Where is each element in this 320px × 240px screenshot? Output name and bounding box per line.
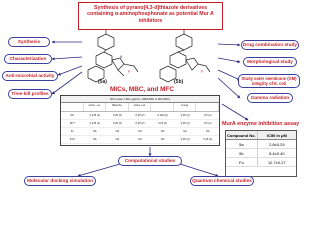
mic-cell: 0.25 (2) <box>158 122 168 125</box>
arrow-docking <box>77 163 121 177</box>
mic-cell: NA <box>115 138 120 141</box>
arrow-antimicrobial <box>57 65 83 76</box>
pill-morphological: Morphological study <box>243 57 297 67</box>
mic-row: 5a* 0.125 (2) 0.25 (2) 0.25 (2) 0.125 (2… <box>61 112 219 120</box>
pill-gamma: Gamma radiation <box>247 93 293 103</box>
mic-cell: 0.5 (2) <box>204 122 212 125</box>
mic-cell: NA <box>160 138 165 141</box>
graphic-title: Synthesis of pyrano[4,3-d]thiazole deriv… <box>78 2 223 30</box>
mic-cell: 0.5 (2) <box>204 114 212 117</box>
mur-row: Fo 12.7±0.27 <box>226 158 296 167</box>
mur-cell: 5a <box>226 140 258 148</box>
mur-table-head: Compound No. IC50 in μM <box>226 131 296 140</box>
mic-col: Fungi <box>174 103 197 111</box>
mic-row: FCZ NA NA NA NA 0.25 (2) 0.25 (2) <box>61 136 219 144</box>
mic-col <box>196 103 220 111</box>
pill-antimicrobial: Anti-microbial activity <box>2 71 58 81</box>
arrow-om <box>217 69 241 81</box>
mic-col <box>151 103 174 111</box>
mic-table: MIC (mean ± SD) (μg/mL) / (MBC/MIC or MF… <box>60 95 220 146</box>
structure-5b <box>159 28 211 83</box>
arrow-quantum <box>179 163 219 177</box>
svg-text:P: P <box>201 70 203 74</box>
mic-cell: 0.25 (2) <box>180 114 190 117</box>
mic-cell: 5c <box>70 130 74 133</box>
structure-5a <box>87 28 139 83</box>
mur-cell: Fo <box>226 158 258 166</box>
mic-cell: NA <box>93 138 97 141</box>
mur-row: 5b 6.4±0.40 <box>226 149 296 158</box>
mur-row: 5a 2.8±0.29 <box>226 140 296 149</box>
mic-cell: 0.125 (2) <box>89 122 101 125</box>
pill-quantum: Quantum chemical studies <box>190 176 254 186</box>
arrow-drug-combo <box>217 43 241 47</box>
arrow-morph <box>217 57 241 64</box>
pill-drug-combination: Drug combination study <box>241 40 299 50</box>
mur-head-cell: Compound No. <box>227 131 258 139</box>
svg-text:P: P <box>128 70 130 74</box>
pill-characterization: Characterization <box>4 54 52 64</box>
arrow-mur <box>221 103 249 121</box>
pill-timekill: Time-kill profiles <box>8 89 52 99</box>
structure-5b-atoms: N(CH₃)₂ P <box>180 24 203 74</box>
mic-col <box>61 103 84 111</box>
mic-cell: 0.125 (2) <box>89 114 101 117</box>
mic-cell: NA <box>160 130 165 133</box>
mur-title: MurA enzyme inhibition assay <box>222 121 300 127</box>
arrow-gamma <box>217 77 241 99</box>
mic-col: Gram –ve <box>84 103 107 111</box>
pill-synthesis: Synthesis <box>8 37 50 47</box>
mic-cell: NA <box>138 130 142 133</box>
mic-row: 5c NA NA NA NA NA NA <box>61 128 219 136</box>
mic-cell: NA <box>183 130 187 133</box>
mic-cell: 0.25 (2) <box>180 122 190 125</box>
mic-cell: 0.125 (2) <box>157 114 168 117</box>
arrow-timekill <box>51 71 83 95</box>
mic-col: Bacteria <box>106 103 129 111</box>
mic-cell: NA <box>115 130 120 133</box>
mic-cell: 0.25 (2) <box>112 122 122 125</box>
mic-cell: NA <box>93 130 97 133</box>
mic-cell: NA <box>205 130 210 133</box>
pill-computational: Computational studies <box>118 156 182 166</box>
pill-docking: Molecular docking simulation <box>24 176 96 186</box>
mic-cell: 0.25 (2) <box>135 122 145 125</box>
mic-cell: 5b** <box>69 122 75 125</box>
mur-head-cell: IC50 in μM <box>266 133 287 138</box>
mic-cell: 0.25 (2) <box>135 114 145 117</box>
mur-table: Compound No. IC50 in μM 5a 2.8±0.29 5b 6… <box>225 130 297 177</box>
mic-cell: FCZ <box>69 138 75 141</box>
mic-title: MICs, MBC, and MFC <box>110 86 174 93</box>
mic-cell: 0.25 (2) <box>203 138 213 141</box>
mic-table-header: MIC (mean ± SD) (μg/mL) / (MBC/MIC or MF… <box>61 96 219 103</box>
mic-cell: 5a* <box>70 114 75 117</box>
mic-table-subheader: Gram –ve Bacteria Gram +ve Fungi <box>61 103 220 112</box>
mic-cell: NA <box>138 138 142 141</box>
mur-cell: 12.7±0.27 <box>267 160 286 165</box>
label-5a: (5a) <box>98 79 107 85</box>
mic-cell: 0.25 (2) <box>180 138 190 141</box>
arrow-characterization <box>51 56 83 61</box>
mur-cell: 5b <box>226 149 258 157</box>
pill-om-integrity: Study outer membrane (OM) integrity of E… <box>238 74 300 88</box>
mic-row: 5b** 0.125 (2) 0.25 (2) 0.25 (2) 0.25 (2… <box>61 120 219 128</box>
mic-col: Gram +ve <box>129 103 152 111</box>
svg-text:N: N <box>120 55 123 59</box>
mur-cell: 6.4±0.40 <box>269 151 285 156</box>
mic-cell: 0.25 (2) <box>112 114 122 117</box>
label-5b: (5b) <box>174 79 184 85</box>
mur-cell: 2.8±0.29 <box>269 142 285 147</box>
